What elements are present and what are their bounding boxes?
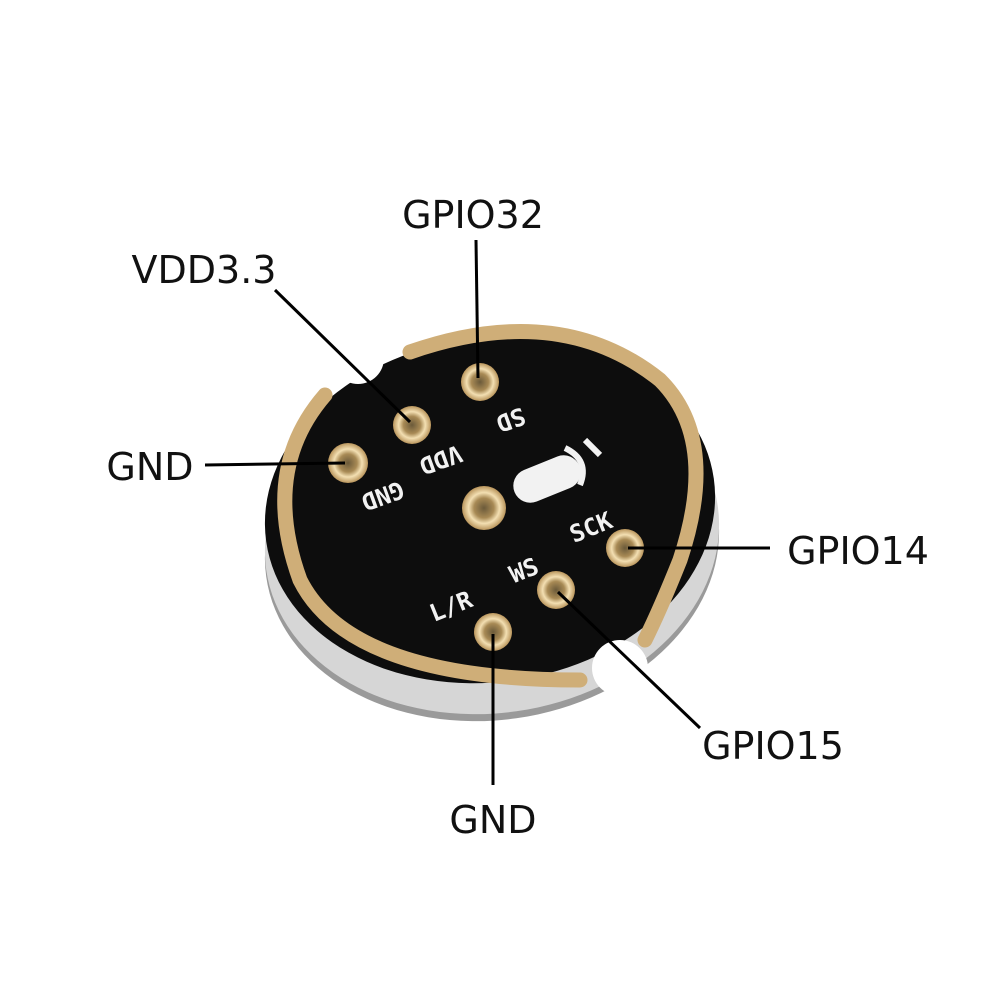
leader-gnd-left — [204, 461, 346, 467]
microphone-logo-icon — [563, 437, 603, 487]
label-gnd-left: GND — [106, 445, 193, 489]
microphone-board: SD VDD GND SCK WS L/R — [264, 324, 720, 722]
pad-sd — [461, 363, 499, 401]
label-gpio15: GPIO15 — [702, 724, 844, 768]
label-gpio32: GPIO32 — [402, 193, 544, 237]
pad-gnd — [328, 443, 368, 483]
label-gnd-bottom: GND — [449, 798, 536, 842]
microphone-logo-icon — [513, 455, 581, 503]
board-notch — [332, 332, 384, 384]
leader-vdd — [273, 288, 412, 424]
board-notch — [592, 640, 648, 696]
label-vdd: VDD3.3 — [132, 248, 277, 292]
pad-mic-port — [462, 486, 506, 530]
leader-gpio32 — [474, 239, 480, 379]
label-gpio14: GPIO14 — [787, 529, 929, 573]
gold-ring-arc — [277, 387, 588, 688]
gold-ring-arc — [402, 324, 704, 648]
pad-sck — [606, 529, 644, 567]
leader-gpio15 — [556, 590, 702, 730]
pad-lr — [474, 613, 512, 651]
leader-lines — [204, 239, 770, 785]
pads — [328, 363, 644, 651]
